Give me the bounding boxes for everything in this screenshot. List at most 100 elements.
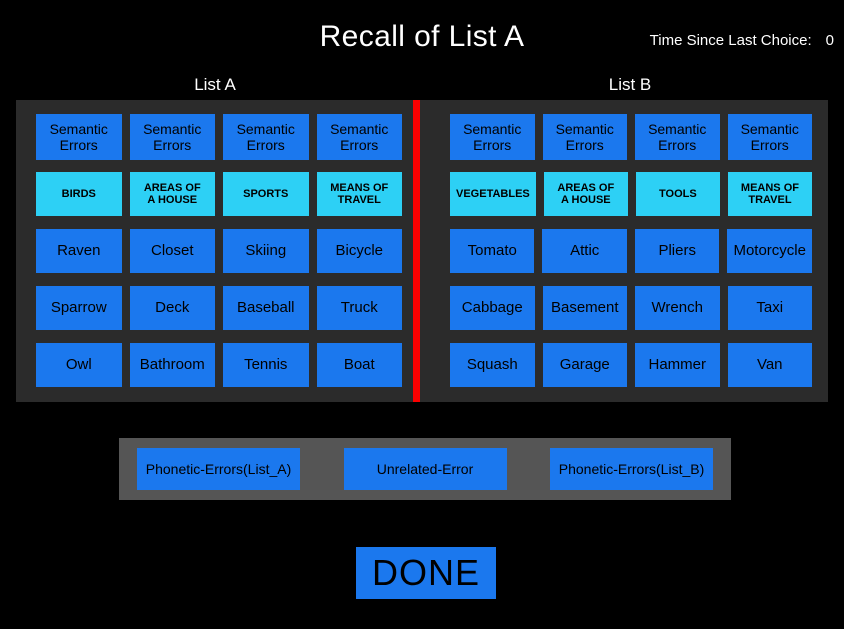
list-b-header: List B <box>608 75 652 94</box>
word-grid-panel: Semantic Errors Semantic Errors Semantic… <box>16 100 828 402</box>
grid-cell: Owl <box>32 342 126 387</box>
word-button-a-r2c1[interactable]: Sparrow <box>36 285 122 330</box>
category-button-a1[interactable]: BIRDS <box>36 172 122 217</box>
word-button-a-r3c1[interactable]: Owl <box>36 342 122 387</box>
grid-cell: Tomato <box>446 228 538 273</box>
list-b-categories-row: VEGETABLES AREAS OF A HOUSE TOOLS MEANS … <box>446 166 816 223</box>
grid-cell: AREAS OF A HOUSE <box>540 172 632 217</box>
grid-cell: TOOLS <box>632 172 724 217</box>
grid-cell: Closet <box>126 228 220 273</box>
error-buttons-bar: Phonetic-Errors(List_A) Unrelated-Error … <box>119 438 731 500</box>
list-a-semantic-errors-row: Semantic Errors Semantic Errors Semantic… <box>32 109 406 166</box>
grid-cell: Semantic Errors <box>724 114 817 161</box>
semantic-errors-button-b3[interactable]: Semantic Errors <box>635 114 720 161</box>
word-button-b-r2c4[interactable]: Taxi <box>727 285 812 330</box>
word-button-b-r3c1[interactable]: Squash <box>450 342 535 387</box>
semantic-errors-button-a4[interactable]: Semantic Errors <box>316 114 402 161</box>
timer-value: 0 <box>825 32 834 49</box>
grid-cell: Wrench <box>631 285 724 330</box>
category-button-a3[interactable]: SPORTS <box>223 172 309 217</box>
word-button-a-r2c4[interactable]: Truck <box>316 285 402 330</box>
done-button[interactable]: DONE <box>356 547 496 599</box>
semantic-errors-button-a1[interactable]: Semantic Errors <box>36 114 122 161</box>
word-button-b-r2c1[interactable]: Cabbage <box>450 285 535 330</box>
list-a-word-row-2: Sparrow Deck Baseball Truck <box>32 279 406 336</box>
list-b-semantic-errors-row: Semantic Errors Semantic Errors Semantic… <box>446 109 816 166</box>
word-button-b-r3c3[interactable]: Hammer <box>635 342 720 387</box>
word-button-b-r3c4[interactable]: Van <box>727 342 812 387</box>
category-button-b3[interactable]: TOOLS <box>635 172 720 217</box>
grid-cell: Semantic Errors <box>446 114 539 161</box>
word-button-b-r2c2[interactable]: Basement <box>542 285 627 330</box>
category-button-b4[interactable]: MEANS OF TRAVEL <box>727 172 812 217</box>
word-button-a-r3c2[interactable]: Bathroom <box>129 342 215 387</box>
grid-cell: AREAS OF A HOUSE <box>126 172 220 217</box>
semantic-errors-button-b1[interactable]: Semantic Errors <box>450 114 535 161</box>
category-button-b2[interactable]: AREAS OF A HOUSE <box>543 172 628 217</box>
word-button-b-r1c2[interactable]: Attic <box>542 228 627 273</box>
grid-cell: Truck <box>313 285 407 330</box>
category-button-a2[interactable]: AREAS OF A HOUSE <box>129 172 215 217</box>
page-title: Recall of List A <box>319 20 525 53</box>
grid-cell: Semantic Errors <box>539 114 632 161</box>
list-a-word-row-3: Owl Bathroom Tennis Boat <box>32 336 406 393</box>
word-button-b-r3c2[interactable]: Garage <box>542 342 627 387</box>
grid-cell: Bicycle <box>313 228 407 273</box>
semantic-errors-button-b4[interactable]: Semantic Errors <box>727 114 812 161</box>
timer-label: Time Since Last Choice: <box>649 32 812 49</box>
grid-cell: Tennis <box>219 342 313 387</box>
grid-cell: Semantic Errors <box>219 114 313 161</box>
grid-cell: Van <box>724 342 817 387</box>
word-button-a-r1c4[interactable]: Bicycle <box>316 228 402 273</box>
grid-cell: Garage <box>539 342 632 387</box>
timer-display: Time Since Last Choice: 0 <box>650 32 834 49</box>
category-button-b1[interactable]: VEGETABLES <box>450 172 536 217</box>
grid-cell: Basement <box>539 285 632 330</box>
word-button-a-r2c3[interactable]: Baseball <box>223 285 309 330</box>
grid-cell: Motorcycle <box>723 228 816 273</box>
phonetic-errors-list-b-button[interactable]: Phonetic-Errors(List_B) <box>550 448 713 490</box>
list-b-word-row-2: Cabbage Basement Wrench Taxi <box>446 279 816 336</box>
list-a-grid: Semantic Errors Semantic Errors Semantic… <box>16 100 416 402</box>
grid-cell: Attic <box>538 228 630 273</box>
grid-cell: MEANS OF TRAVEL <box>313 172 407 217</box>
list-b-word-row-1: Tomato Attic Pliers Motorcycle <box>446 223 816 280</box>
semantic-errors-button-b2[interactable]: Semantic Errors <box>542 114 627 161</box>
phonetic-errors-list-a-button[interactable]: Phonetic-Errors(List_A) <box>137 448 300 490</box>
word-button-b-r1c4[interactable]: Motorcycle <box>727 228 812 273</box>
list-a-header: List A <box>194 75 236 94</box>
word-button-a-r2c2[interactable]: Deck <box>129 285 215 330</box>
grid-cell: Baseball <box>219 285 313 330</box>
grid-cell: Squash <box>446 342 539 387</box>
category-button-a4[interactable]: MEANS OF TRAVEL <box>316 172 402 217</box>
header: Recall of List A Time Since Last Choice:… <box>0 0 844 70</box>
list-b-grid: Semantic Errors Semantic Errors Semantic… <box>428 100 828 402</box>
grid-cell: Taxi <box>724 285 817 330</box>
grid-cell: Deck <box>126 285 220 330</box>
word-button-b-r1c3[interactable]: Pliers <box>634 228 720 273</box>
semantic-errors-button-a3[interactable]: Semantic Errors <box>223 114 309 161</box>
grid-cell: Boat <box>313 342 407 387</box>
grid-cell: Cabbage <box>446 285 539 330</box>
grid-cell: Hammer <box>631 342 724 387</box>
semantic-errors-button-a2[interactable]: Semantic Errors <box>129 114 215 161</box>
unrelated-error-button[interactable]: Unrelated-Error <box>343 448 507 490</box>
list-divider <box>413 100 420 402</box>
list-a-categories-row: BIRDS AREAS OF A HOUSE SPORTS MEANS OF T… <box>32 166 406 223</box>
word-button-a-r1c3[interactable]: Skiing <box>223 228 309 273</box>
grid-cell: Pliers <box>631 228 723 273</box>
word-button-a-r1c2[interactable]: Closet <box>129 228 215 273</box>
grid-cell: Sparrow <box>32 285 126 330</box>
word-button-b-r1c1[interactable]: Tomato <box>450 228 535 273</box>
grid-cell: Semantic Errors <box>32 114 126 161</box>
grid-cell: SPORTS <box>219 172 313 217</box>
word-button-a-r3c3[interactable]: Tennis <box>223 342 309 387</box>
grid-cell: VEGETABLES <box>446 172 540 217</box>
word-button-a-r1c1[interactable]: Raven <box>36 228 122 273</box>
grid-cell: Semantic Errors <box>126 114 220 161</box>
grid-cell: Bathroom <box>126 342 220 387</box>
grid-cell: Semantic Errors <box>313 114 407 161</box>
word-button-b-r2c3[interactable]: Wrench <box>635 285 720 330</box>
word-button-a-r3c4[interactable]: Boat <box>316 342 402 387</box>
grid-cell: MEANS OF TRAVEL <box>724 172 816 217</box>
